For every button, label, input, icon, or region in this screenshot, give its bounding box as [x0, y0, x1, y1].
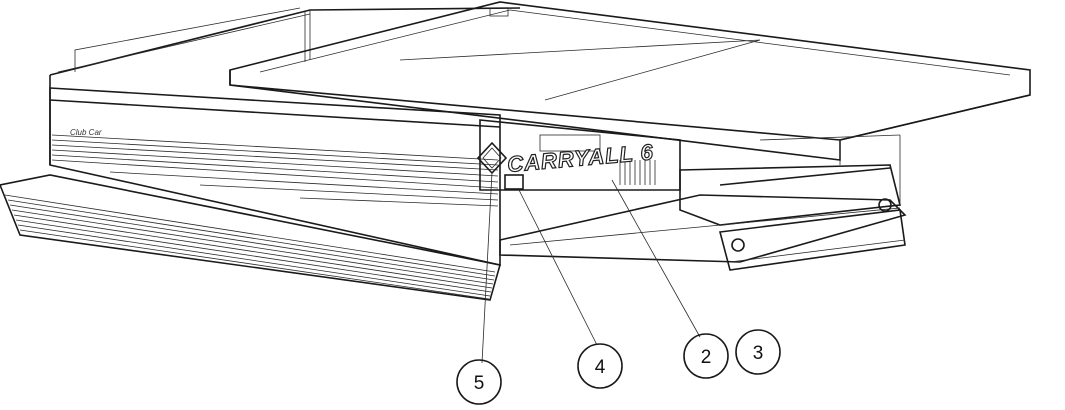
callout-3: 3 [735, 329, 781, 375]
callout-4: 4 [577, 343, 623, 389]
front-panel: Club Car [49, 87, 501, 266]
cargo-bed-lid [229, 1, 1031, 165]
tailgate [0, 174, 502, 301]
svg-text:5: 5 [474, 373, 485, 394]
small-decal-icon [504, 174, 524, 190]
svg-text:3: 3 [753, 343, 764, 364]
warning-decal [539, 134, 601, 152]
callout-2: 2 [683, 333, 729, 379]
svg-text:4: 4 [595, 357, 606, 378]
svg-text:2: 2 [701, 347, 712, 368]
club-car-logo: Club Car [70, 128, 102, 137]
callout-5: 5 [456, 359, 502, 405]
left-side-panel [49, 7, 521, 165]
callout-leaders [481, 171, 701, 364]
rear-center-section: CARRYALL 6 [476, 119, 681, 191]
right-frame-rails [499, 134, 907, 271]
carryall-brand-decal: CARRYALL 6 [506, 139, 655, 177]
